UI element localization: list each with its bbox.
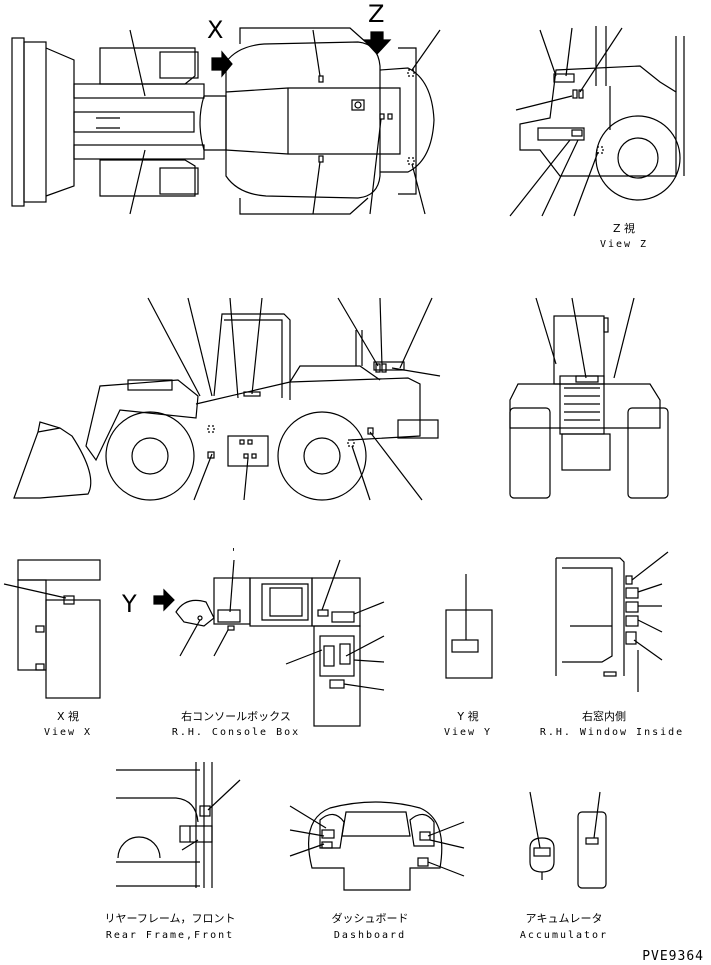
marker-z-label: Z xyxy=(368,0,384,28)
view-z-drawing xyxy=(509,26,685,217)
tick-mark: ' xyxy=(232,546,235,559)
window-inside-drawing xyxy=(555,551,669,692)
rear-frame-en: Rear Frame,Front xyxy=(106,930,234,941)
dashboard-drawing xyxy=(289,801,465,891)
rear-frame-jp: リヤーフレーム，フロント xyxy=(104,912,235,925)
arrow-x-icon xyxy=(211,50,233,78)
marker-x-label: X xyxy=(207,16,223,44)
drawing-code: PVE9364 xyxy=(642,949,704,964)
view-x-jp: X 視 xyxy=(57,709,79,723)
accumulator-en: Accumulator xyxy=(520,930,608,941)
console-box-en: R.H. Console Box xyxy=(172,727,300,738)
rear-view-machine xyxy=(509,297,669,499)
window-inside-en: R.H. Window Inside xyxy=(540,727,684,738)
view-y-drawing xyxy=(445,574,493,679)
view-y-en: View Y xyxy=(444,727,492,738)
view-z-en: View Z xyxy=(600,239,648,250)
arrow-z-icon xyxy=(362,31,392,55)
view-y-jp: Y 視 xyxy=(456,709,478,723)
view-x-en: View X xyxy=(44,727,92,738)
side-view-machine xyxy=(13,297,441,501)
accumulator-jp: アキュムレータ xyxy=(526,912,603,925)
arrow-y-icon xyxy=(153,588,175,612)
top-view-machine xyxy=(11,27,441,215)
view-z-jp: Z 視 xyxy=(613,221,635,235)
dashboard-jp: ダッシュボード xyxy=(332,911,409,925)
dashboard-en: Dashboard xyxy=(334,930,406,941)
window-inside-jp: 右窓内側 xyxy=(582,709,626,723)
console-box-drawing xyxy=(175,559,385,727)
view-x-drawing xyxy=(3,559,101,699)
marker-y-label: Y xyxy=(121,590,137,618)
console-box-jp: 右コンソールボックス xyxy=(181,709,291,723)
accumulator-drawing xyxy=(529,791,607,889)
rear-frame-drawing xyxy=(116,762,241,888)
